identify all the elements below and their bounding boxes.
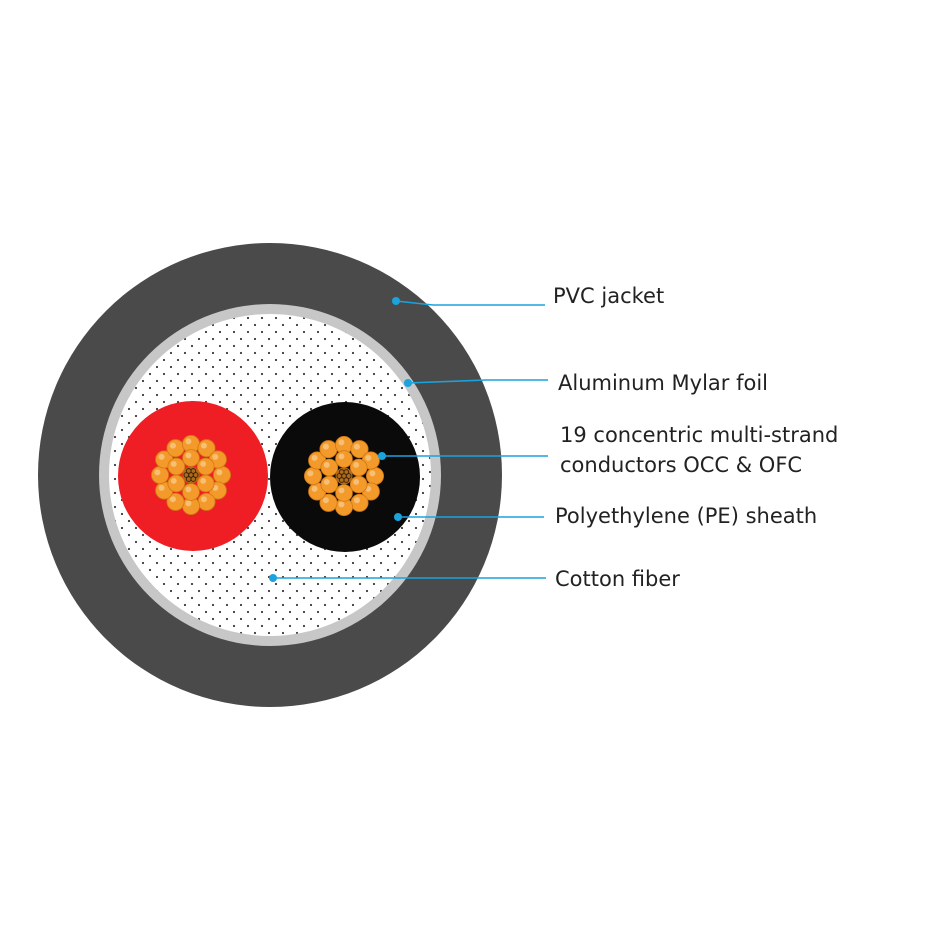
black-conductor-strands (303, 435, 384, 516)
strand (320, 475, 339, 494)
strand (335, 484, 353, 502)
red-conductor (118, 401, 268, 551)
strand (319, 493, 338, 512)
strand (303, 466, 322, 485)
leader-conductors (378, 452, 548, 460)
strand (196, 457, 215, 476)
label-conductors-line2: conductors OCC & OFC (560, 453, 802, 477)
leader-cotton-fiber (269, 574, 546, 582)
strand (365, 466, 384, 485)
center-strand (182, 466, 200, 484)
strand (196, 474, 215, 493)
strand (212, 465, 231, 484)
label-pe-sheath: Polyethylene (PE) sheath (555, 504, 817, 528)
strand (319, 440, 338, 459)
strand (166, 439, 185, 458)
strand (350, 493, 369, 512)
label-conductors-line1: 19 concentric multi-strand (560, 423, 838, 447)
cotton-fiber-fill (109, 314, 431, 636)
strand (166, 492, 185, 511)
leader-mylar-foil (404, 379, 548, 387)
leader-pe-sheath (394, 513, 544, 521)
strand (334, 435, 353, 454)
strand (150, 465, 169, 484)
center-strand (335, 467, 353, 485)
red-conductor-strands (150, 434, 231, 515)
strand (335, 450, 353, 468)
label-pvc-jacket: PVC jacket (553, 284, 664, 308)
label-mylar-foil: Aluminum Mylar foil (558, 371, 768, 395)
strand (181, 434, 200, 453)
black-conductor (270, 402, 420, 552)
strand (197, 439, 216, 458)
strand (350, 440, 369, 459)
strand (167, 474, 186, 493)
strand (197, 492, 216, 511)
strand (182, 449, 200, 467)
strand (349, 458, 368, 477)
strand (167, 457, 186, 476)
label-cotton-fiber: Cotton fiber (555, 567, 680, 591)
strand (182, 483, 200, 501)
leader-pvc-jacket (392, 297, 545, 306)
strand (349, 475, 368, 494)
strand (320, 458, 339, 477)
